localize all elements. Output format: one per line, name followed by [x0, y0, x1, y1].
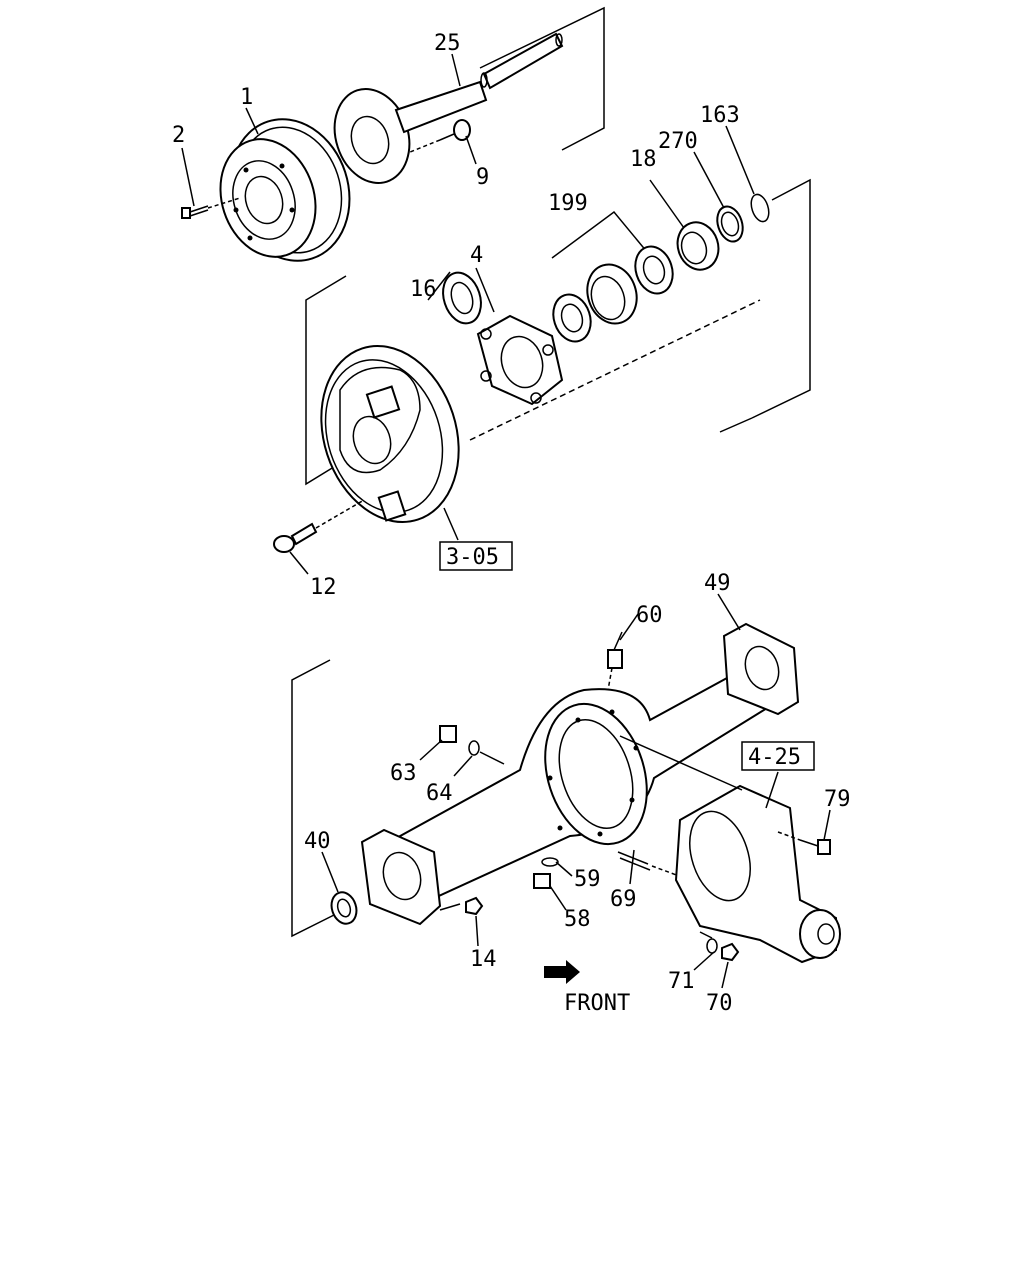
bearing-cone-outer — [552, 293, 592, 343]
nut-70 — [699, 931, 740, 962]
bearing-cone-inner — [634, 245, 674, 295]
callout-2: 2 — [172, 123, 185, 148]
callout-270: 270 — [658, 129, 698, 154]
oil-seal-40 — [330, 891, 358, 925]
callout-58: 58 — [564, 907, 591, 932]
front-label: FRONT — [564, 991, 630, 1016]
callout-16: 16 — [410, 277, 437, 302]
callout-69: 69 — [610, 887, 637, 912]
backing-plate-bolt — [273, 499, 365, 553]
callout-79: 79 — [824, 787, 851, 812]
callout-59: 59 — [574, 867, 601, 892]
callout-9: 9 — [476, 165, 489, 190]
shaft-group-bracket — [479, 6, 605, 151]
reference-box-diff — [741, 741, 815, 809]
nut-14 — [439, 896, 484, 916]
callout-25: 25 — [434, 31, 461, 56]
callout-63: 63 — [390, 761, 417, 786]
bearing-cup — [586, 263, 638, 325]
callout-60: 60 — [636, 603, 663, 628]
bearing-housing — [476, 314, 564, 406]
callout-199: 199 — [548, 191, 588, 216]
axle-left-flange — [360, 828, 442, 926]
callout-1: 1 — [240, 85, 253, 110]
differential-carrier — [674, 784, 841, 964]
drum-screw — [181, 197, 241, 219]
bearing-18 — [676, 221, 720, 271]
assembly-axis-line — [469, 299, 761, 441]
brake-drum — [219, 118, 351, 262]
axle-right-flange — [722, 622, 800, 716]
bearing-group-bracket — [719, 178, 811, 433]
brake-backing-plate — [305, 275, 460, 523]
callout-199-bracket — [551, 210, 653, 259]
reference-box-brake — [439, 507, 513, 571]
axle-housing — [380, 658, 782, 902]
oil-seal — [442, 271, 482, 325]
front-arrow-icon — [544, 960, 580, 984]
callout-40: 40 — [304, 829, 331, 854]
axle-housing-bracket — [291, 659, 337, 938]
carrier-axis-line — [619, 735, 743, 791]
snap-ring-163 — [750, 193, 770, 223]
axle-shaft — [333, 32, 564, 184]
callout-71: 71 — [668, 969, 695, 994]
callout-163: 163 — [700, 103, 740, 128]
filler-plug — [439, 725, 505, 765]
callout-4: 4 — [470, 243, 483, 268]
hub-bolt — [409, 119, 471, 153]
reference-brake-label: 3-05 — [446, 545, 499, 570]
reference-diff-label: 4-25 — [748, 745, 801, 770]
callout-14: 14 — [470, 947, 497, 972]
callout-numbers: 1 2 4 9 12 14 16 18 25 40 49 58 59 60 63… — [172, 31, 851, 1016]
drain-plug — [533, 857, 559, 889]
ring-270 — [716, 205, 744, 243]
callout-64: 64 — [426, 781, 453, 806]
breather-plug — [607, 631, 623, 691]
callout-12: 12 — [310, 575, 337, 600]
callout-18: 18 — [630, 147, 657, 172]
callout-49: 49 — [704, 571, 731, 596]
leader-lines — [181, 53, 831, 989]
callout-70: 70 — [706, 991, 733, 1016]
